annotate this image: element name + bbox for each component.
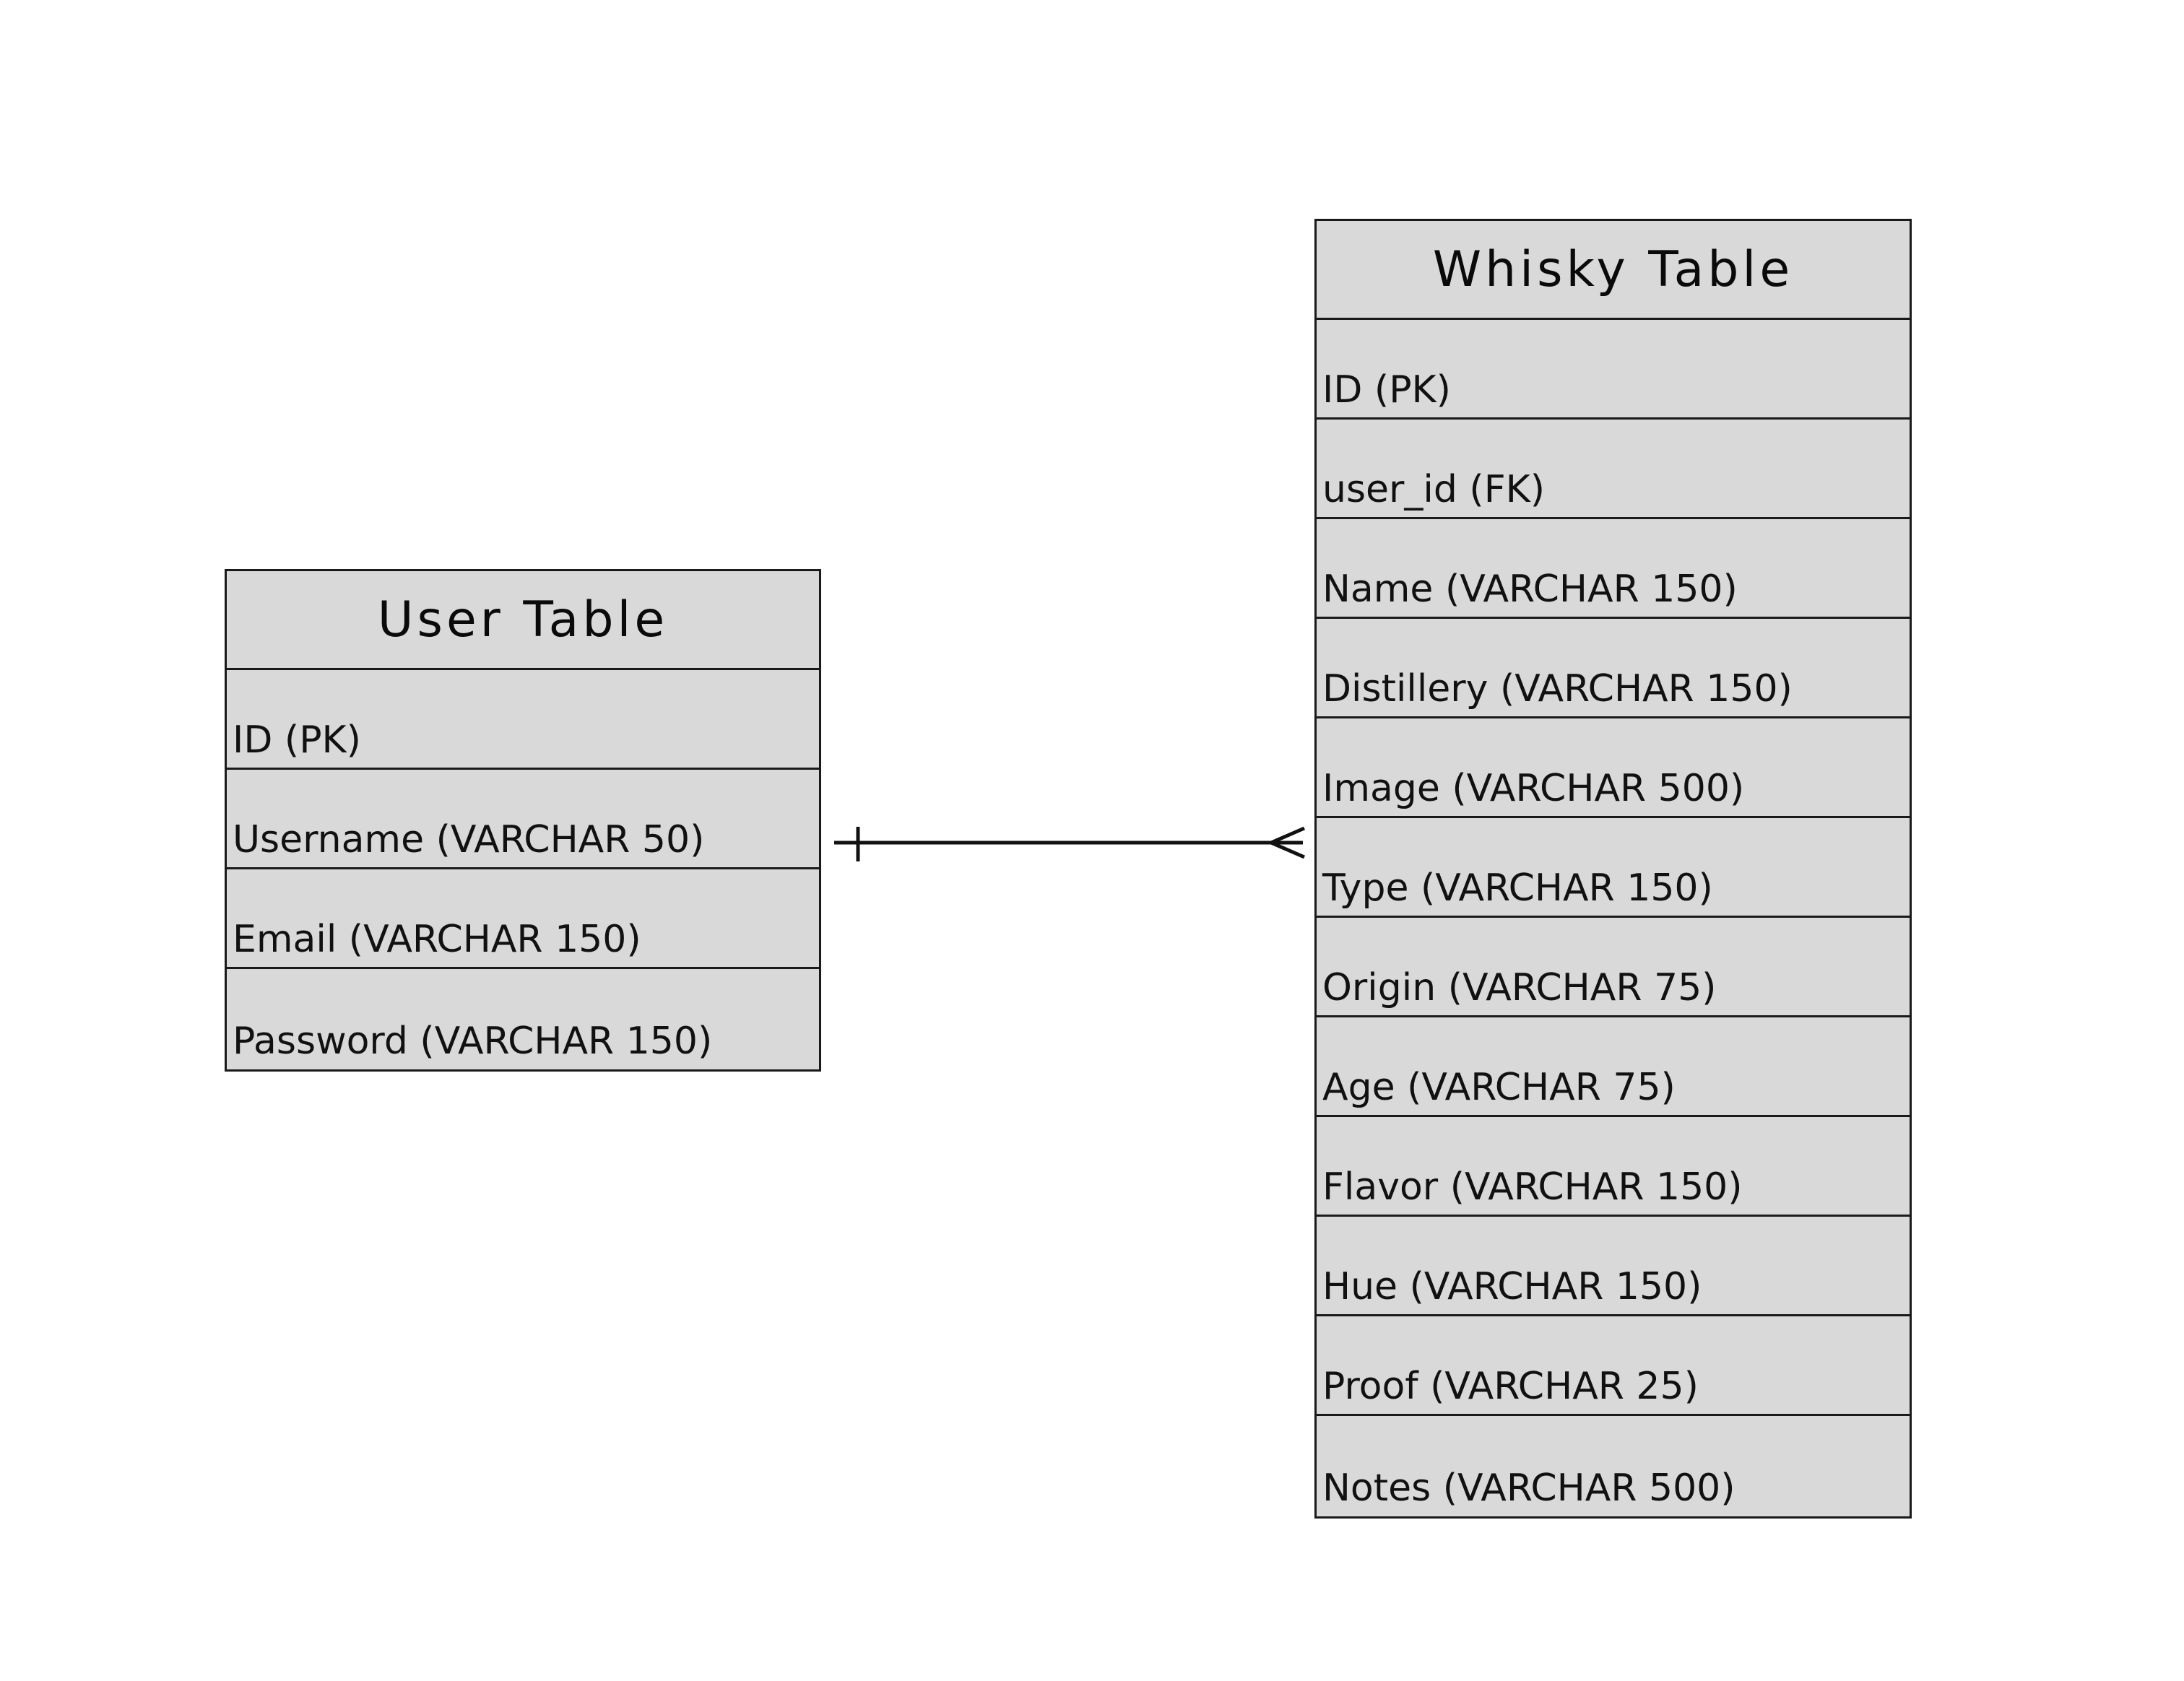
whisky-field-image: Image (VARCHAR 500) [1317, 718, 1910, 818]
whisky-table-title: Whisky Table [1317, 221, 1910, 320]
user-field-email: Email (VARCHAR 150) [227, 869, 819, 969]
whisky-field-type: Type (VARCHAR 150) [1317, 818, 1910, 918]
whisky-field-proof: Proof (VARCHAR 25) [1317, 1316, 1910, 1416]
crows-foot-lower-prong [1270, 840, 1305, 859]
whisky-field-hue: Hue (VARCHAR 150) [1317, 1217, 1910, 1316]
user-field-id: ID (PK) [227, 670, 819, 770]
user-table-entity: User Table ID (PK) Username (VARCHAR 50)… [225, 569, 821, 1072]
crows-foot-upper-prong [1270, 826, 1305, 845]
user-field-username: Username (VARCHAR 50) [227, 770, 819, 869]
whisky-field-notes: Notes (VARCHAR 500) [1322, 1467, 1736, 1510]
whisky-field-name: Name (VARCHAR 150) [1317, 519, 1910, 619]
whisky-field-distillery: Distillery (VARCHAR 150) [1317, 619, 1910, 718]
whisky-table-entity: Whisky Table ID (PK) user_id (FK) Name (… [1314, 219, 1912, 1519]
user-table-title: User Table [227, 571, 819, 670]
whisky-field-id: ID (PK) [1317, 320, 1910, 420]
whisky-field-origin: Origin (VARCHAR 75) [1317, 918, 1910, 1017]
user-field-password: Password (VARCHAR 150) [233, 1020, 713, 1063]
whisky-field-user-id: user_id (FK) [1317, 420, 1910, 519]
whisky-field-flavor: Flavor (VARCHAR 150) [1317, 1117, 1910, 1217]
whisky-field-age: Age (VARCHAR 75) [1317, 1017, 1910, 1117]
